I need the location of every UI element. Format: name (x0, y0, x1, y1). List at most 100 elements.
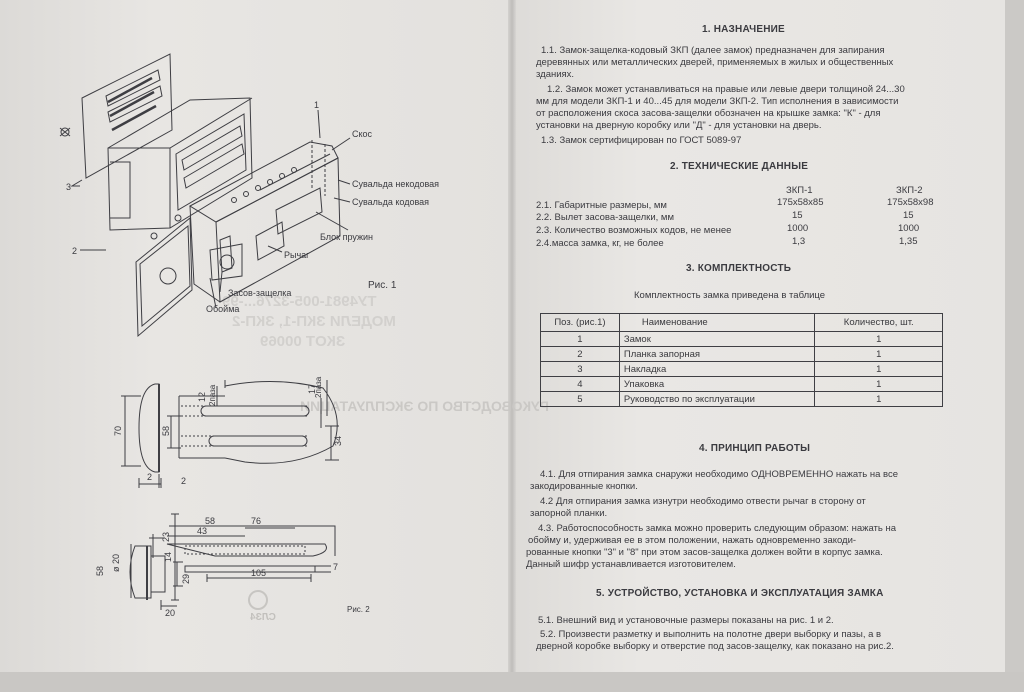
kit-cell-pos: 5 (540, 391, 620, 407)
callout-3: 3 (66, 182, 71, 192)
sec1-p3: 1.3. Замок сертифицирован по ГОСТ 5089-9… (541, 135, 742, 146)
sec4-p3-line1: 4.3. Работоспособность замка можно прове… (538, 523, 897, 534)
callout-skos: Скос (352, 129, 373, 139)
dim-34: 34 (333, 436, 343, 446)
kit-header-name: Наименование (618, 313, 816, 332)
kit-cell-pos: 2 (540, 346, 620, 362)
page-fold (508, 0, 516, 692)
spec-row-2-v2: 15 (903, 210, 914, 221)
callout-suvalda-nekod: Сувальда некодовая (352, 179, 439, 189)
spec-row-1-v2: 175x58x98 (887, 197, 934, 208)
kit-cell-name: Накладка (618, 361, 816, 377)
kit-table-header: Поз. (рис.1) Наименование Количество, шт… (540, 313, 943, 332)
kit-cell-pos: 3 (540, 361, 620, 377)
dim-2a: 2 (147, 472, 152, 482)
kit-header-pos: Поз. (рис.1) (540, 313, 620, 332)
kit-cell-qty: 1 (814, 331, 943, 347)
background-edge (1005, 0, 1024, 692)
table-row: 3 Накладка 1 (540, 361, 943, 377)
kit-cell-pos: 1 (540, 331, 620, 347)
callout-zasov: Засов-защелка (228, 288, 291, 298)
sec1-p2-line1: 1.2. Замок может устанавливаться на прав… (547, 84, 905, 95)
callout-1: 1 (314, 100, 319, 110)
kit-table: Поз. (рис.1) Наименование Количество, шт… (540, 313, 943, 407)
spec-row-3-label: 2.3. Количество возможных кодов, не мене… (536, 225, 732, 236)
section-2-title: 2. ТЕХНИЧЕСКИЕ ДАННЫЕ (670, 161, 809, 172)
dim-14: 14 (163, 552, 173, 562)
dim-7: 7 (333, 562, 338, 572)
section-4-title: 4. ПРИНЦИП РАБОТЫ (699, 443, 811, 454)
spec-row-2-v1: 15 (792, 210, 803, 221)
table-row: 1 Замок 1 (540, 331, 943, 347)
dim-2b: 2 (181, 476, 186, 486)
kit-cell-qty: 1 (814, 391, 943, 407)
sec1-p1-line1: 1.1. Замок-защелка-кодовый ЗКП (далее за… (541, 45, 885, 56)
dim-2paza: 2паза (208, 384, 217, 406)
sec1-p1-line2: деревянных или металлических дверей, при… (536, 57, 894, 68)
figure-1-drawing: 1 2 3 Скос Сувальда некодовая Сувальда к… (59, 53, 439, 338)
sec1-p1-line3: зданиях. (536, 69, 575, 80)
callout-2: 2 (72, 246, 77, 256)
sec4-p2-line1: 4.2 Для отпирания замка изнутри необходи… (540, 496, 866, 507)
kit-table-intro: Комплектность замка приведена в таблице (634, 290, 826, 301)
kit-cell-qty: 1 (814, 376, 943, 392)
section-5-title: 5. УСТРОЙСТВО, УСТАНОВКА И ЭКСПЛУАТАЦИЯ … (596, 588, 884, 599)
kit-cell-name: Планка запорная (618, 346, 816, 362)
callout-suvalda-kod: Сувальда кодовая (352, 197, 429, 207)
table-row: 5 Руководство по эксплуатации 1 (540, 391, 943, 407)
spec-row-4-v2: 1,35 (899, 236, 918, 247)
sec4-p3-line4: Данный шифр устанавливается изготовителе… (526, 559, 736, 570)
spec-row-1-label: 2.1. Габаритные размеры, мм (536, 200, 667, 211)
dim-12: 12 (197, 392, 207, 402)
table-row: 2 Планка запорная 1 (540, 346, 943, 362)
figure-2-drawing: 70 58 12 2паза 17 2паза 34 2 2 58 76 43 … (95, 376, 370, 618)
background-edge-bottom (0, 672, 1024, 692)
spec-row-3-v1: 1000 (787, 223, 809, 234)
callout-blok: Блок пружин (320, 232, 373, 242)
dim-20b: 20 (165, 608, 175, 618)
dim-43: 43 (197, 526, 207, 536)
spec-row-3-v2: 1000 (898, 223, 920, 234)
sec5-p2-line1: 5.2. Произвести разметку и выполнить на … (540, 629, 882, 640)
sec4-p2-line2: запорной планки. (530, 508, 608, 519)
sec4-p3-line2: обойму и, удерживая ее в этом положении,… (528, 535, 857, 546)
section-1-title: 1. НАЗНАЧЕНИЕ (702, 24, 785, 35)
spec-col-1-header: ЗКП-1 (786, 185, 813, 196)
kit-cell-name: Замок (618, 331, 816, 347)
section-3-title: 3. КОМПЛЕКТНОСТЬ (686, 263, 792, 274)
kit-cell-name: Руководство по эксплуатации (618, 391, 816, 407)
dim-58b: 58 (205, 516, 215, 526)
table-row: 4 Упаковка 1 (540, 376, 943, 392)
dim-58c: 58 (95, 566, 105, 576)
dim-70: 70 (113, 426, 123, 436)
spec-row-4-v1: 1,3 (792, 236, 806, 247)
dim-17: 17 (307, 384, 317, 394)
kit-header-qty: Количество, шт. (814, 313, 943, 332)
stamp-mark (248, 590, 268, 610)
figure-1-caption: Рис. 1 (368, 280, 397, 291)
stamp-text: СЛЗ4 (250, 612, 276, 623)
kit-cell-qty: 1 (814, 346, 943, 362)
sec5-p2-line2: дверной коробке выборку и отверстие под … (536, 641, 894, 652)
spec-row-4-label: 2.4.масса замка, кг, не более (536, 238, 664, 249)
sec4-p1-line1: 4.1. Для отпирания замка снаружи необход… (540, 469, 898, 480)
dim-76: 76 (251, 516, 261, 526)
callout-rychag: Рычаг (284, 250, 310, 260)
kit-cell-qty: 1 (814, 361, 943, 377)
dim-29: 29 (181, 574, 191, 584)
dim-20-diam: ø 20 (111, 554, 121, 572)
dim-105: 105 (251, 568, 266, 578)
dim-23: 23 (161, 532, 171, 542)
callout-oboima: Обойма (206, 304, 239, 314)
sec1-p2-line2: мм для модели ЗКП-1 и 40...45 для модели… (536, 96, 899, 107)
dim-58: 58 (161, 426, 171, 436)
sec5-p1: 5.1. Внешний вид и установочные размеры … (538, 615, 834, 626)
sec1-p2-line4: установки на дверную коробку или "Д" - д… (536, 120, 822, 131)
sec4-p3-line3: рованные кнопки "3" и "8" при этом засов… (526, 547, 883, 558)
spec-row-1-v1: 175x58x85 (777, 197, 824, 208)
kit-cell-name: Упаковка (618, 376, 816, 392)
left-page (0, 0, 515, 692)
spec-col-2-header: ЗКП-2 (896, 185, 923, 196)
figure-2-caption: Рис. 2 (347, 605, 370, 614)
sec4-p1-line2: закодированные кнопки. (530, 481, 638, 492)
